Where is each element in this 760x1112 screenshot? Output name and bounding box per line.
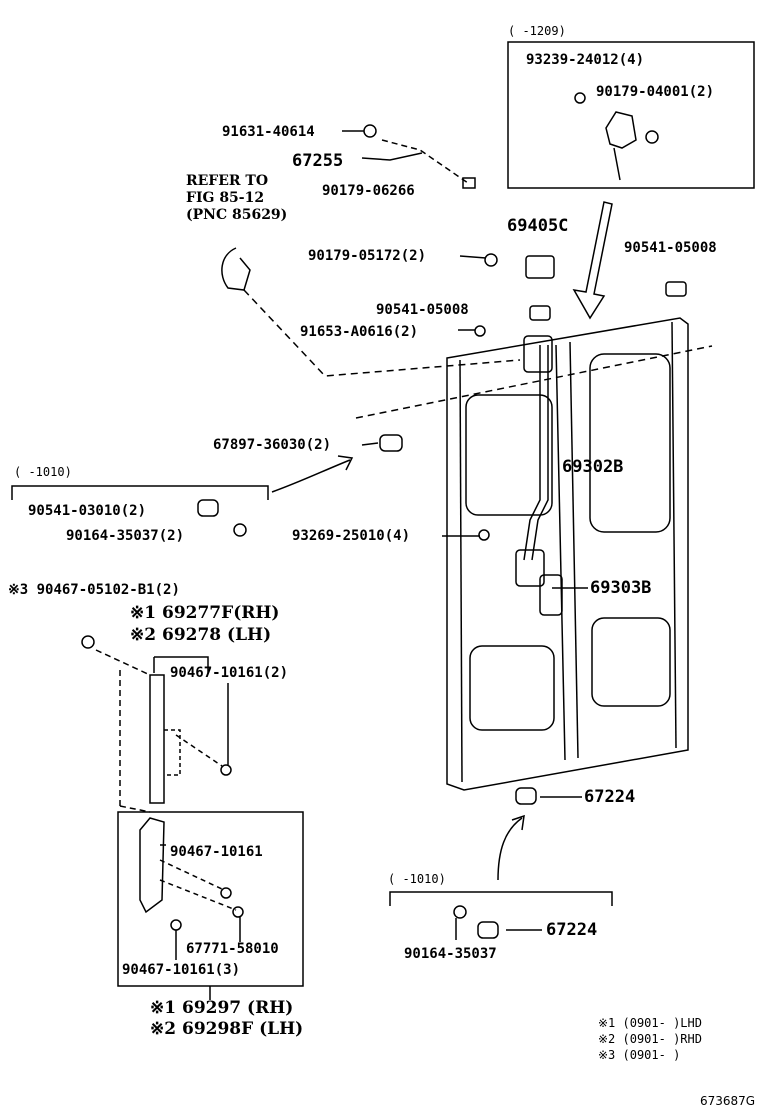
- handle-69303b: [539, 574, 563, 616]
- screw-90164-35037: [233, 523, 247, 537]
- cap-90541-03010: [197, 499, 219, 517]
- part-90179-05172-label: 90179-05172(2): [308, 248, 427, 264]
- lock-69405c: [525, 255, 555, 279]
- bolt-90467-05102: [81, 635, 95, 649]
- part-90541-03010-label: 90541-03010(2): [28, 503, 147, 519]
- part-69302b-label: 69302B: [562, 457, 624, 477]
- inset-box-topright: [507, 41, 755, 189]
- screw-93269: [478, 529, 490, 541]
- refer-note-line2: FIG 85-12: [186, 190, 265, 206]
- part-90541-05008-b-label: 90541-05008: [624, 240, 717, 256]
- bracket-67255: [361, 152, 423, 161]
- part-67771-58010-label: 67771-58010: [186, 941, 279, 957]
- bolt-90179-05172: [484, 253, 498, 267]
- clip-90179-06266: [462, 177, 476, 189]
- part-67897-36030-label: 67897-36030(2): [213, 437, 332, 453]
- part-69298f-label: ※2 69298F (LH): [150, 1019, 304, 1039]
- part-69405c-label: 69405C: [507, 216, 569, 236]
- lock-upper: [523, 335, 553, 373]
- door-panel: [446, 317, 689, 791]
- arrow-to-door: [572, 201, 613, 320]
- bottom-range-bracket: [389, 891, 613, 906]
- refer-note-line3: (PNC 85629): [186, 207, 288, 223]
- left-range-label: ( -1010): [14, 465, 72, 479]
- screw-91653: [474, 325, 486, 337]
- part-93269-25010-label: 93269-25010(4): [292, 528, 411, 544]
- part-90179-06266-label: 90179-06266: [322, 183, 415, 199]
- footnote-3: ※3 (0901- ): [598, 1048, 681, 1062]
- part-69278-label: ※2 69278 (LH): [130, 625, 272, 645]
- figure-code: 673687G: [700, 1094, 756, 1108]
- topright-range-label: ( -1209): [508, 24, 566, 38]
- bolt-90467-10161-c: [170, 919, 182, 931]
- part-67255-label: 67255: [292, 151, 344, 171]
- part-90467-05102-label: ※3 90467-05102-B1(2): [8, 582, 180, 598]
- bolt-90467-10161-b: [220, 887, 232, 899]
- pin-67771: [232, 906, 244, 918]
- cap-90541-05008-a: [529, 305, 551, 321]
- lower-window-left: [469, 645, 555, 731]
- bumper-67897: [379, 434, 403, 452]
- part-90179-04001-label: 90179-04001(2): [596, 84, 715, 100]
- part-90467-10161-c-label: 90467-10161(3): [122, 962, 241, 978]
- footnote-2: ※2 (0901- )RHD: [598, 1032, 702, 1046]
- part-90467-10161-b-label: 90467-10161: [170, 844, 263, 860]
- rod-69302b: [523, 345, 541, 561]
- inset-box-hinge: [117, 811, 304, 987]
- part-91631-40614-label: 91631-40614: [222, 124, 315, 140]
- bolt-93239: [574, 92, 586, 104]
- part-69303b-label: 69303B: [590, 578, 652, 598]
- hinge-69297: [139, 817, 165, 914]
- lower-window-right: [591, 617, 671, 707]
- part-67224-a-label: 67224: [584, 787, 636, 807]
- refer-note-line1: REFER TO: [186, 173, 269, 189]
- bumper-67224-a: [515, 787, 537, 805]
- part-67224-b-label: 67224: [546, 920, 598, 940]
- nut-90179-04001: [645, 130, 659, 144]
- hinge-69277f: [149, 674, 165, 804]
- upper-window-right: [589, 353, 671, 533]
- diagram-drawing: [11, 41, 755, 1000]
- left-range-bracket: [11, 485, 269, 500]
- bolt-90467-10161-a: [220, 764, 232, 776]
- screw-90164-35037-b: [453, 905, 467, 919]
- part-90164-35037-b-label: 90164-35037: [404, 946, 497, 962]
- part-69277f-label: ※1 69277F(RH): [130, 603, 280, 623]
- upper-window-left: [465, 394, 553, 516]
- bumper-67224-b: [477, 921, 499, 939]
- cap-90541-05008-b: [665, 281, 687, 297]
- lock-lower: [515, 549, 545, 587]
- part-90541-05008-a-label: 90541-05008: [376, 302, 469, 318]
- part-91653-a0616-label: 91653-A0616(2): [300, 324, 419, 340]
- bolt-91631: [363, 124, 377, 138]
- bottom-range-label: ( -1010): [388, 872, 446, 886]
- footnote-1: ※1 (0901- )LHD: [598, 1016, 702, 1030]
- part-69297-label: ※1 69297 (RH): [150, 998, 294, 1018]
- lock-inset: [605, 111, 637, 149]
- part-90164-35037-label: 90164-35037(2): [66, 528, 185, 544]
- clip-refer: [221, 247, 251, 291]
- part-93239-24012-label: 93239-24012(4): [526, 52, 645, 68]
- part-90467-10161-a-label: 90467-10161(2): [170, 665, 289, 681]
